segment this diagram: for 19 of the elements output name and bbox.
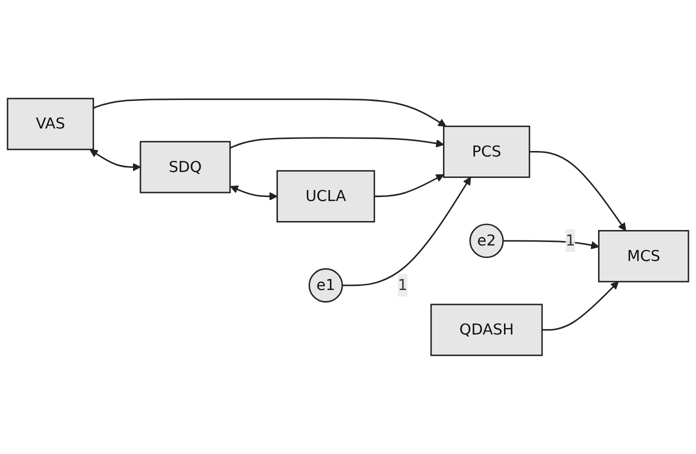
node-circle: e2 [469, 224, 504, 258]
arrow [230, 186, 278, 200]
node-box: MCS [598, 230, 690, 282]
arrow [542, 281, 619, 331]
arrow [230, 137, 444, 149]
edge-label: 1 [566, 231, 576, 250]
edge-label: 1 [398, 276, 408, 294]
arrow [93, 98, 446, 127]
arrow [90, 149, 141, 172]
arrow [374, 174, 444, 198]
node-box: SDQ [140, 140, 231, 194]
node-box: PCS [443, 126, 530, 178]
node-box: QDASH [430, 304, 543, 356]
node-box: VAS [6, 98, 94, 150]
arrow [342, 176, 471, 286]
arrow [529, 151, 626, 232]
arrow [503, 240, 600, 250]
node-circle: e1 [308, 268, 343, 303]
node-box: UCLA [276, 170, 376, 222]
